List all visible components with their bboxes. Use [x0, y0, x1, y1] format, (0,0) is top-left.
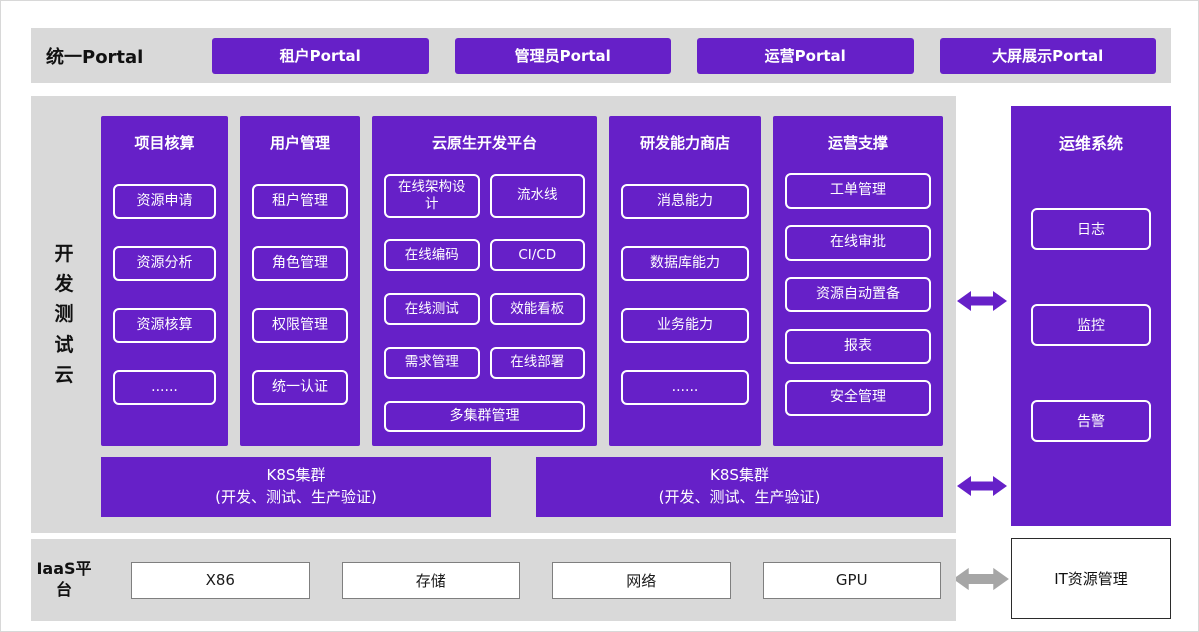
double-arrow-devcloud-ops-icon	[957, 291, 1007, 311]
module-block-efficiency-board: 效能看板	[489, 293, 585, 325]
rd-capability-store-column: 研发能力商店 消息能力 数据库能力 业务能力 ......	[609, 116, 761, 446]
module-block-resource-accounting: 资源核算	[113, 307, 216, 344]
module-block-role-mgmt: 角色管理	[252, 245, 348, 282]
module-block-ellipsis: ......	[113, 369, 216, 406]
dev-test-cloud-section: 开发测试云 项目核算 资源申请 资源分析 资源核算 ...... 用户管理 租户…	[31, 96, 956, 533]
module-block-online-testing: 在线测试	[384, 293, 480, 325]
module-block-cicd: CI/CD	[489, 239, 585, 272]
module-block-resource-apply: 资源申请	[113, 183, 216, 220]
module-block-multicluster-mgmt: 多集群管理	[384, 400, 585, 432]
column-items: 工单管理 在线审批 资源自动置备 报表 安全管理	[785, 157, 931, 432]
iaas-resource-boxes: X86 存储 网络 GPU	[97, 561, 956, 599]
k8s-cluster-subtitle: (开发、测试、生产验证)	[658, 488, 821, 506]
module-block-resource-analysis: 资源分析	[113, 245, 216, 282]
module-block-ticket-mgmt: 工单管理	[785, 173, 931, 209]
operations-portal-block: 运营Portal	[697, 37, 914, 74]
k8s-cluster-right-block: K8S集群 (开发、测试、生产验证)	[536, 457, 943, 517]
column-grid: 在线架构设计 流水线 在线编码 CI/CD 在线测试 效能看板 需求管理 在线部…	[384, 163, 585, 390]
column-title: 运营支撑	[827, 134, 888, 152]
module-block-requirement-mgmt: 需求管理	[384, 346, 480, 379]
column-title: 研发能力商店	[639, 134, 730, 152]
unified-portal-section: 统一Portal 租户Portal 管理员Portal 运营Portal 大屏展…	[31, 28, 1171, 83]
module-block-online-approval: 在线审批	[785, 225, 931, 261]
module-block-ellipsis: ......	[621, 369, 749, 406]
module-columns: 项目核算 资源申请 资源分析 资源核算 ...... 用户管理 租户管理 角色管…	[101, 116, 943, 446]
bigscreen-portal-block: 大屏展示Portal	[939, 37, 1156, 74]
alerts-block: 告警	[1031, 400, 1151, 442]
operations-support-column: 运营支撑 工单管理 在线审批 资源自动置备 报表 安全管理	[773, 116, 943, 446]
module-block-security-mgmt: 安全管理	[785, 380, 931, 416]
column-title: 云原生开发平台	[431, 134, 537, 152]
column-title: 项目核算	[134, 134, 195, 152]
column-title: 用户管理	[269, 134, 330, 152]
logs-block: 日志	[1031, 208, 1151, 250]
k8s-cluster-title: K8S集群	[710, 466, 769, 485]
x86-block: X86	[131, 561, 310, 599]
dev-test-cloud-label-text: 开发测试云	[54, 242, 74, 387]
column-items: 资源申请 资源分析 资源核算 ......	[113, 157, 216, 432]
monitoring-block: 监控	[1031, 304, 1151, 346]
dev-test-cloud-label: 开发测试云	[31, 96, 97, 533]
ops-system-items: 日志 监控 告警	[1031, 154, 1151, 496]
dev-test-cloud-content: 项目核算 资源申请 资源分析 资源核算 ...... 用户管理 租户管理 角色管…	[97, 96, 956, 533]
module-block-online-deploy: 在线部署	[489, 346, 585, 379]
module-block-online-coding: 在线编码	[384, 239, 480, 272]
double-arrow-iaas-it-icon	[953, 567, 1009, 591]
ops-system-panel: 运维系统 日志 监控 告警	[1011, 106, 1171, 526]
module-block-unified-auth: 统一认证	[252, 369, 348, 406]
iaas-platform-label-text: IaaS平台	[36, 559, 92, 599]
module-block-database-capability: 数据库能力	[621, 245, 749, 282]
user-management-column: 用户管理 租户管理 角色管理 权限管理 统一认证	[240, 116, 360, 446]
k8s-cluster-title: K8S集群	[266, 466, 326, 485]
module-block-message-capability: 消息能力	[621, 183, 749, 220]
double-arrow-k8s-ops-icon	[957, 476, 1007, 496]
module-block-online-arch-design: 在线架构设计	[384, 173, 480, 218]
module-block-reports: 报表	[785, 328, 931, 364]
k8s-cluster-row: K8S集群 (开发、测试、生产验证) K8S集群 (开发、测试、生产验证)	[101, 457, 943, 517]
cloudnative-platform-column: 云原生开发平台 在线架构设计 流水线 在线编码 CI/CD 在线测试 效能看板 …	[372, 116, 597, 446]
unified-portal-label: 统一Portal	[46, 46, 144, 68]
module-block-auto-provisioning: 资源自动置备	[785, 276, 931, 313]
iaas-platform-section: IaaS平台 X86 存储 网络 GPU	[31, 539, 956, 621]
tenant-portal-block: 租户Portal	[212, 37, 429, 74]
k8s-cluster-left-block: K8S集群 (开发、测试、生产验证)	[101, 457, 491, 517]
module-block-tenant-mgmt: 租户管理	[252, 183, 348, 220]
module-block-business-capability: 业务能力	[621, 307, 749, 344]
storage-block: 存储	[341, 561, 520, 599]
k8s-cluster-subtitle: (开发、测试、生产验证)	[215, 488, 377, 506]
admin-portal-block: 管理员Portal	[454, 37, 671, 74]
column-items: 租户管理 角色管理 权限管理 统一认证	[252, 157, 348, 432]
module-block-permission-mgmt: 权限管理	[252, 307, 348, 344]
project-accounting-column: 项目核算 资源申请 资源分析 资源核算 ......	[101, 116, 228, 446]
iaas-platform-label: IaaS平台	[31, 559, 97, 601]
column-items: 消息能力 数据库能力 业务能力 ......	[621, 157, 749, 432]
network-block: 网络	[552, 561, 731, 599]
ops-system-title: 运维系统	[1058, 134, 1123, 153]
gpu-block: GPU	[762, 561, 941, 599]
module-block-pipeline: 流水线	[489, 173, 585, 218]
it-resource-mgmt-block: IT资源管理	[1011, 538, 1171, 619]
